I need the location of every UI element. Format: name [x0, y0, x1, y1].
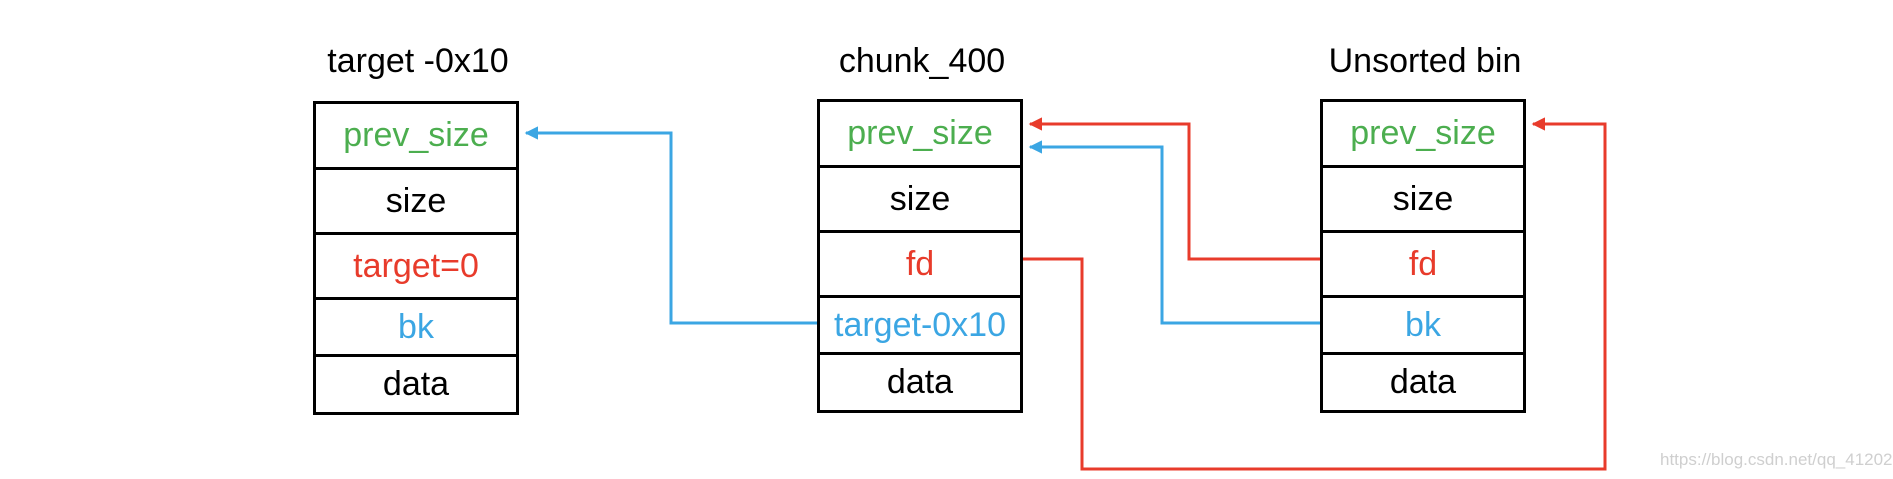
chunk-400: prev_size size fd target-0x10 data — [817, 99, 1023, 413]
watermark-text: https://blog.csdn.net/qq_41202 — [1660, 450, 1893, 469]
field-size: size — [316, 170, 516, 235]
field-size: size — [1323, 168, 1523, 233]
field-target: target=0 — [316, 235, 516, 300]
chunk-title-unsorted-bin: Unsorted bin — [1328, 42, 1522, 80]
arrow-chunk-fd-to-unsorted-prev-size — [1023, 117, 1607, 471]
arrow-bk-to-target-prev-size — [524, 126, 817, 325]
field-prev-size: prev_size — [820, 102, 1020, 168]
field-bk: bk — [1323, 298, 1523, 355]
field-data: data — [1389, 363, 1457, 401]
field-data: data — [886, 363, 954, 401]
arrow-unsorted-bk-to-chunk-prev-size — [1028, 140, 1320, 325]
field-size: size — [820, 168, 1020, 233]
field-fd: fd — [1323, 233, 1523, 298]
chunk-title-chunk-400: chunk_400 — [838, 42, 1006, 80]
field-bk: bk — [316, 300, 516, 357]
field-fd: fd — [820, 233, 1020, 298]
chunk-unsorted-bin: prev_size size fd bk data — [1320, 99, 1526, 413]
arrow-unsorted-fd-to-chunk-prev-size — [1028, 117, 1320, 261]
chunk-title-target: target -0x10 — [327, 42, 509, 80]
field-data: data — [382, 365, 450, 403]
field-prev-size: prev_size — [316, 104, 516, 170]
field-bk: target-0x10 — [820, 298, 1020, 355]
field-prev-size: prev_size — [1323, 102, 1523, 168]
chunk-target: prev_size size target=0 bk data — [313, 101, 519, 415]
